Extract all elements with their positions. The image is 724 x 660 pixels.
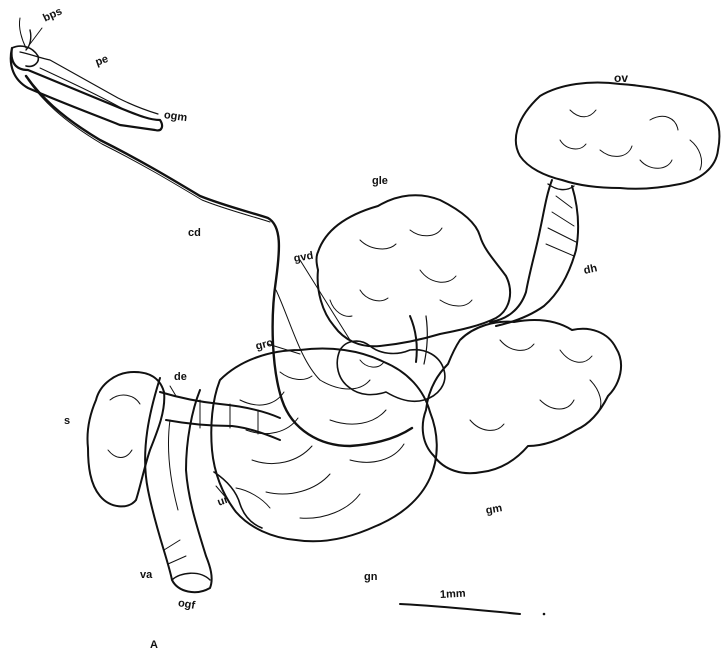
scale-bar xyxy=(400,604,545,615)
label-va: va xyxy=(140,570,152,581)
label-gn: gn xyxy=(364,572,377,583)
penis-sheath xyxy=(11,18,162,130)
label-cd: cd xyxy=(188,228,201,239)
hermaphrodite-duct xyxy=(490,180,578,326)
label-de: de xyxy=(174,372,187,383)
label-ov: ov xyxy=(614,72,628,84)
label-gle: gle xyxy=(372,176,388,187)
label-s: s xyxy=(64,416,70,427)
nidamental-gland xyxy=(211,349,436,542)
scale-bar-label: 1mm xyxy=(440,589,466,601)
ovotestis xyxy=(516,83,720,189)
spermatheca xyxy=(87,372,164,506)
spermathecal-duct xyxy=(160,392,280,440)
mucus-gland xyxy=(423,320,621,473)
panel-letter: A xyxy=(150,640,158,651)
vagina xyxy=(145,378,212,592)
